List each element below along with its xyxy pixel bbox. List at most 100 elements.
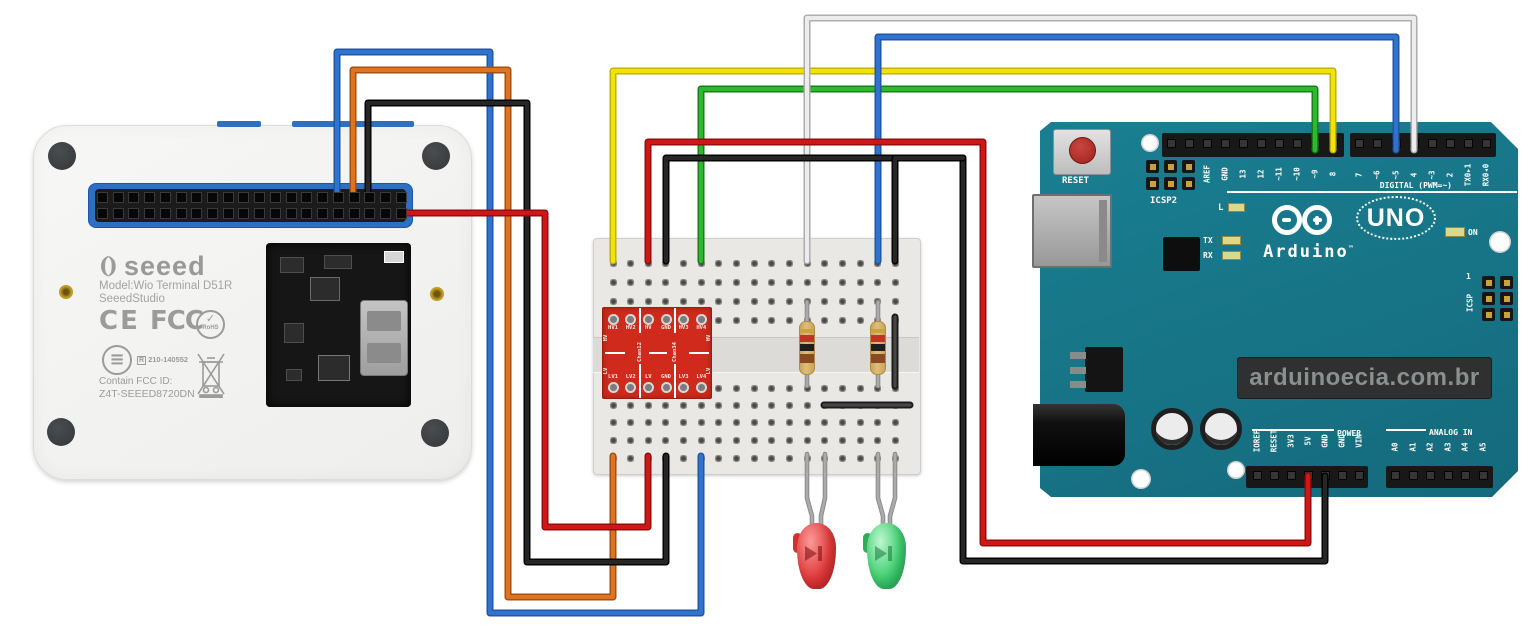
power-pin[interactable] — [1286, 471, 1296, 480]
digital-pin[interactable] — [1328, 139, 1338, 148]
wio-header-pin[interactable] — [128, 208, 140, 219]
breadboard-hole[interactable] — [891, 384, 899, 392]
breadboard-hole[interactable] — [733, 259, 741, 267]
analog-pin[interactable] — [1443, 471, 1453, 480]
breadboard-hole[interactable] — [786, 316, 793, 324]
breadboard-hole[interactable] — [662, 454, 670, 462]
breadboard-hole[interactable] — [768, 418, 776, 426]
digital-pin[interactable] — [1445, 139, 1455, 148]
breadboard-hole[interactable] — [821, 436, 829, 444]
breadboard-hole[interactable] — [856, 316, 864, 324]
wio-header-pin[interactable] — [144, 208, 156, 219]
breadboard-hole[interactable] — [697, 297, 705, 305]
breadboard-hole[interactable] — [891, 418, 899, 426]
breadboard-hole[interactable] — [715, 297, 723, 305]
power-pin[interactable] — [1252, 471, 1262, 480]
breadboard-hole[interactable] — [803, 297, 811, 305]
breadboard-hole[interactable] — [874, 436, 882, 444]
breadboard-hole[interactable] — [803, 401, 811, 409]
wio-header-pin[interactable] — [364, 192, 376, 203]
breadboard-hole[interactable] — [715, 401, 723, 409]
breadboard-hole[interactable] — [644, 278, 652, 286]
breadboard-hole[interactable] — [821, 278, 829, 286]
breadboard-hole[interactable] — [768, 316, 776, 324]
breadboard-hole[interactable] — [697, 418, 705, 426]
module-pin-lv3[interactable] — [678, 381, 690, 393]
wio-header-pin[interactable] — [191, 192, 203, 203]
breadboard-hole[interactable] — [786, 278, 793, 286]
module-pin-gnd[interactable] — [660, 313, 672, 325]
module-pin-lv4[interactable] — [695, 381, 707, 393]
breadboard-hole[interactable] — [697, 259, 705, 267]
breadboard-hole[interactable] — [768, 297, 776, 305]
icsp-pin[interactable] — [1482, 276, 1495, 289]
wio-header-pin[interactable] — [175, 208, 187, 219]
breadboard-hole[interactable] — [627, 418, 635, 426]
breadboard-hole[interactable] — [662, 436, 670, 444]
wio-header-pin[interactable] — [379, 192, 391, 203]
led-red[interactable] — [797, 523, 836, 589]
breadboard-hole[interactable] — [680, 418, 688, 426]
breadboard-hole[interactable] — [891, 259, 899, 267]
breadboard-hole[interactable] — [838, 316, 846, 324]
breadboard-hole[interactable] — [874, 454, 882, 462]
breadboard-hole[interactable] — [786, 401, 793, 409]
breadboard-hole[interactable] — [803, 454, 811, 462]
digital-pin[interactable] — [1372, 139, 1382, 148]
breadboard-hole[interactable] — [891, 278, 899, 286]
breadboard-hole[interactable] — [644, 401, 652, 409]
module-pin-lv1[interactable] — [607, 381, 619, 393]
wio-header-pin[interactable] — [238, 192, 250, 203]
breadboard-hole[interactable] — [715, 384, 723, 392]
module-pin-hv4[interactable] — [695, 313, 707, 325]
wio-header-pin[interactable] — [332, 192, 344, 203]
breadboard-hole[interactable] — [750, 278, 758, 286]
breadboard-hole[interactable] — [856, 401, 864, 409]
wio-header-pin[interactable] — [285, 192, 297, 203]
breadboard-hole[interactable] — [768, 278, 776, 286]
analog-pin[interactable] — [1460, 471, 1470, 480]
breadboard-hole[interactable] — [838, 436, 846, 444]
power-pin[interactable] — [1354, 471, 1364, 480]
wio-header-pin[interactable] — [301, 192, 313, 203]
breadboard-hole[interactable] — [733, 454, 741, 462]
breadboard-hole[interactable] — [715, 436, 723, 444]
breadboard-hole[interactable] — [786, 259, 793, 267]
breadboard-hole[interactable] — [838, 418, 846, 426]
breadboard-hole[interactable] — [609, 259, 617, 267]
analog-pin[interactable] — [1425, 471, 1435, 480]
wio-header-pin[interactable] — [254, 192, 266, 203]
breadboard-hole[interactable] — [662, 278, 670, 286]
wio-header-pin[interactable] — [301, 208, 313, 219]
wio-header-pin[interactable] — [222, 208, 234, 219]
breadboard-hole[interactable] — [874, 384, 882, 392]
breadboard-hole[interactable] — [856, 418, 864, 426]
icsp2-pin[interactable] — [1146, 160, 1159, 173]
digital-pin[interactable] — [1481, 139, 1491, 148]
wio-header-pin[interactable] — [238, 208, 250, 219]
breadboard-hole[interactable] — [697, 278, 705, 286]
wio-header-pin[interactable] — [269, 192, 281, 203]
breadboard-hole[interactable] — [680, 278, 688, 286]
breadboard-hole[interactable] — [891, 297, 899, 305]
breadboard-hole[interactable] — [874, 259, 882, 267]
breadboard-hole[interactable] — [803, 436, 811, 444]
breadboard-hole[interactable] — [750, 297, 758, 305]
wio-header-pin[interactable] — [191, 208, 203, 219]
module-pin-hv1[interactable] — [607, 313, 619, 325]
icsp-pin[interactable] — [1500, 276, 1513, 289]
digital-pin[interactable] — [1184, 139, 1194, 148]
wio-header-pin[interactable] — [254, 208, 266, 219]
breadboard-hole[interactable] — [768, 259, 776, 267]
breadboard-hole[interactable] — [874, 401, 882, 409]
digital-pin[interactable] — [1166, 139, 1176, 148]
breadboard-hole[interactable] — [786, 384, 793, 392]
breadboard-hole[interactable] — [838, 297, 846, 305]
wio-header-pin[interactable] — [317, 192, 329, 203]
breadboard-hole[interactable] — [680, 401, 688, 409]
power-pin[interactable] — [1337, 471, 1347, 480]
wio-header-pin[interactable] — [112, 192, 124, 203]
breadboard-hole[interactable] — [821, 297, 829, 305]
breadboard-hole[interactable] — [856, 259, 864, 267]
wio-header-pin[interactable] — [144, 192, 156, 203]
